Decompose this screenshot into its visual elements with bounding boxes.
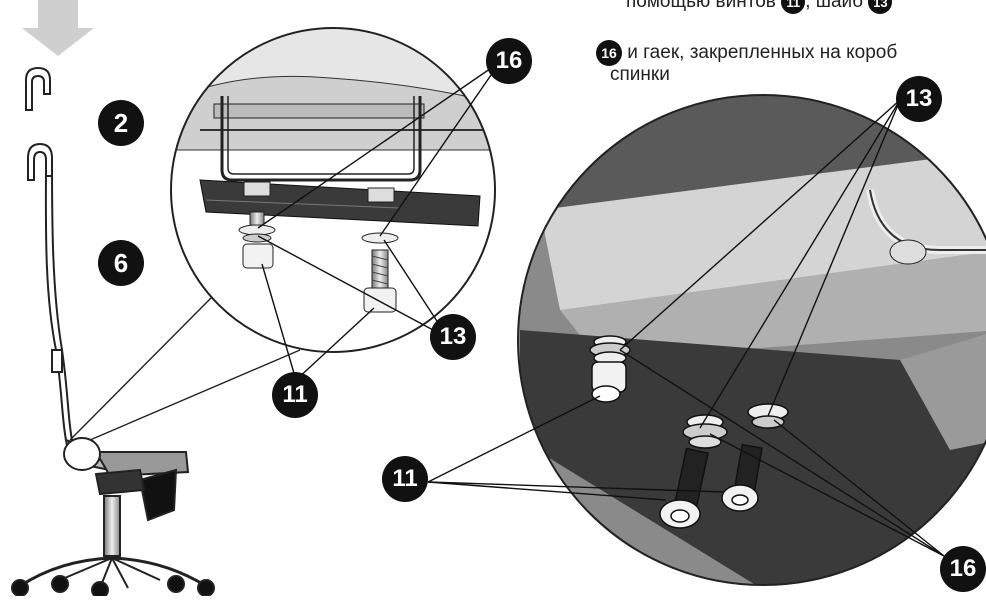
instruction-line-1: помощью винтов 11, шайб 13 — [626, 0, 893, 14]
callout-16-inline: 16 — [596, 40, 622, 66]
callout-16-top: 16 — [486, 38, 532, 84]
callout-11-right: 11 — [382, 456, 428, 502]
callout-13-top: 13 — [430, 314, 476, 360]
headrest-hook-main — [27, 142, 53, 181]
callout-2: 2 — [98, 100, 144, 146]
callout-13-inline: 13 — [868, 0, 893, 14]
instruction-line-2: 16 и гаек, закрепленных на короб — [596, 40, 897, 66]
zoom-detail-top — [170, 27, 496, 353]
chair-base — [11, 495, 215, 599]
instruction-line-1-text: помощью винтов — [626, 0, 776, 13]
zoom-detail-right — [517, 94, 986, 586]
down-arrow-icon — [22, 0, 94, 56]
callout-11-top: 11 — [272, 372, 318, 418]
backrest-bar — [44, 159, 73, 441]
instruction-line-1-mid: , шайб — [805, 0, 864, 13]
instruction-line-2-text: и гаек, закрепленных на короб — [627, 42, 898, 64]
callout-13-right: 13 — [896, 76, 942, 122]
zoom-leader-lines — [69, 295, 301, 441]
callout-6: 6 — [98, 240, 144, 286]
callout-11-inline: 11 — [781, 0, 806, 14]
callout-16-right: 16 — [940, 546, 986, 592]
instruction-line-3: спинки — [610, 64, 670, 85]
headrest-hook-top — [25, 66, 51, 111]
chair-mechanism — [63, 437, 190, 522]
callout-leader-lines — [257, 61, 945, 557]
